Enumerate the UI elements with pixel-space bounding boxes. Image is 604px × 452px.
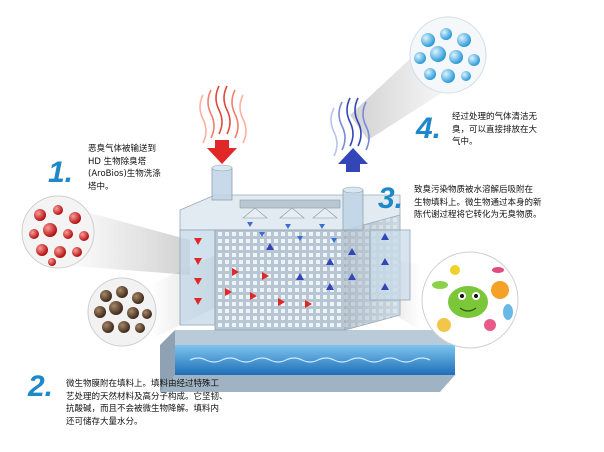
water-basin xyxy=(160,330,455,392)
step-2-line: 还可储存大量水分。 xyxy=(66,416,143,427)
step-1-line: 塔中。 xyxy=(88,181,114,192)
step-1-description: 恶臭气体被输送到 HD 生物除臭塔 (AroBios)生物洗涤 塔中。 xyxy=(88,143,161,193)
step-3-line: 致臭污染物质被水溶解后吸附在 xyxy=(414,185,534,195)
step-2-description: 微生物膜附在填料上。填料由经过特殊工 艺处理的天然材料及高分子构成。它坚韧、 抗… xyxy=(66,378,228,428)
step-4-description: 经过处理的气体清洁无 臭，可以直接排放在大 气中。 xyxy=(452,111,537,149)
step-4-line: 经过处理的气体清洁无 xyxy=(452,112,538,122)
step-4-number: 4. xyxy=(416,112,442,145)
odor-gas-waves xyxy=(199,85,247,144)
step-4-line: 臭，可以直接排放在大 xyxy=(452,124,538,135)
outflow-arrows xyxy=(266,233,389,290)
step-1-line: (AroBios)生物洗涤 xyxy=(88,169,161,179)
odor-molecules-bubble xyxy=(21,195,95,269)
step-3-line: 陈代谢过程将它转化为无臭物质。 xyxy=(414,210,542,220)
clean-gas-waves xyxy=(330,97,370,157)
outflow-up-arrow xyxy=(338,148,368,172)
bio-scrubber-tower xyxy=(179,164,411,331)
step-3-number: 3. xyxy=(378,182,404,215)
step-1-line: HD 生物除臭塔 xyxy=(88,156,147,167)
step-2-line: 抗酸碱，而且不会被微生物降解。填料内 xyxy=(66,404,220,414)
step-1-number: 1. xyxy=(48,156,74,189)
step-2-line: 艺处理的天然材料及高分子构成。它坚韧、 xyxy=(66,391,228,402)
step-2-line: 微生物膜附在填料上。填料由经过特殊工 xyxy=(66,379,220,389)
step-1-line: 恶臭气体被输送到 xyxy=(88,144,157,154)
packing-material-bubble xyxy=(87,277,157,347)
step-3-line: 生物填料上。微生物通过本身的新 xyxy=(414,197,542,208)
clean-gas-bubble xyxy=(409,16,487,94)
microorganisms-bubble xyxy=(421,251,519,349)
step-2-number: 2. xyxy=(28,370,54,403)
water-drip-arrows xyxy=(247,222,337,243)
step-4-line: 气中。 xyxy=(452,137,478,147)
inflow-arrows xyxy=(194,238,312,308)
step-3-description: 致臭污染物质被水溶解后吸附在 生物填料上。微生物通过本身的新 陈代谢过程将它转化… xyxy=(414,184,542,222)
inflow-down-arrow xyxy=(207,140,237,164)
